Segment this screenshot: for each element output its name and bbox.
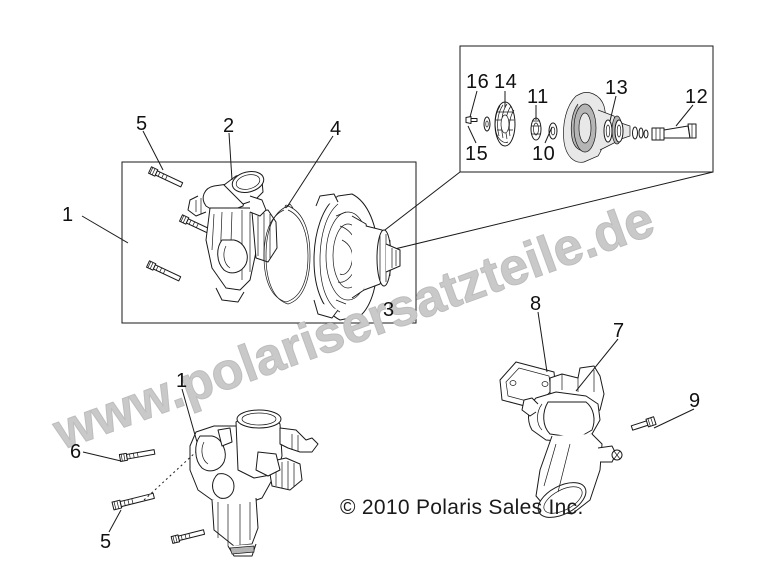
water-outlet-7 [521,365,623,518]
detail-connector-lower [373,171,714,255]
thermostat-housing-assembly [189,409,319,557]
callout-12-detail: 12 [685,86,709,108]
lower-left-bolts [111,449,206,544]
callout-16-detail: 16 [466,71,490,93]
callout-8-right: 8 [530,293,542,315]
callout-10-detail: 10 [532,143,556,165]
callout-14-detail: 14 [494,71,518,93]
bearing-10 [548,122,558,140]
assembly-guide-line [143,451,197,501]
impeller-14 [494,101,516,147]
main-assembly-box [121,161,417,324]
shaft-12 [651,123,697,141]
washer-16 [483,116,491,132]
main-box-bolts [146,166,215,282]
callout-6-lower: 6 [70,441,82,463]
copyright-notice: © 2010 Polaris Sales Inc. [340,496,584,519]
bolt-9 [630,416,657,431]
callout-15-detail: 15 [465,143,489,165]
seals-13 [603,119,624,143]
callout-3-main: 3 [383,299,395,321]
callout-7-right: 7 [613,320,625,342]
leader-lines [81,90,695,533]
callout-1-lower: 1 [176,370,188,392]
water-pump-cover [313,193,401,321]
small-washers [632,126,649,140]
callout-9-right: 9 [689,390,701,412]
detail-box-parts [465,92,697,163]
callout-2-main: 2 [223,115,235,137]
callout-5-lower: 5 [100,531,112,553]
seal-11 [530,117,542,141]
water-pump-housing [187,171,278,303]
detail-callout-box [459,45,714,173]
callout-1-left: 1 [62,204,74,226]
callout-4-main: 4 [330,118,342,140]
callout-5-main: 5 [136,113,148,135]
callout-11-detail: 11 [527,86,549,108]
callout-13-detail: 13 [605,77,629,99]
